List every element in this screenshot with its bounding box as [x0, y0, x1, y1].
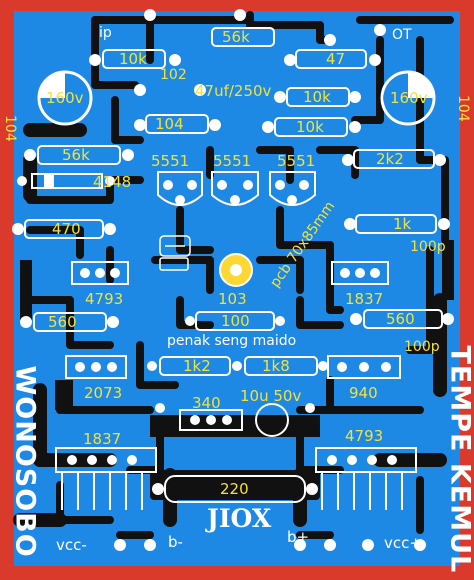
diode-4148: 4148 — [93, 175, 131, 190]
cap-160v-right: 160v — [390, 91, 428, 106]
transistor-1837-right: 1837 — [345, 292, 383, 307]
resistor-2k2: 2k2 — [376, 152, 404, 167]
resistor-10k-left: 10k — [119, 52, 147, 67]
cap-47uf: 47uf/250v — [195, 84, 271, 99]
resistor-104: 104 — [155, 117, 184, 132]
transistor-340: 340 — [192, 396, 221, 411]
cap-103: 103 — [218, 292, 247, 307]
cap-104-right: 104 — [456, 95, 470, 122]
cap-102: 102 — [160, 68, 187, 82]
resistor-470: 470 — [52, 222, 81, 237]
transistor-4793-bottom: 4793 — [345, 429, 383, 444]
transistor-5551-3: 5551 — [277, 154, 315, 169]
resistor-1k8: 1k8 — [262, 359, 290, 374]
transistor-940: 940 — [349, 386, 378, 401]
resistor-560-right: 560 — [386, 312, 415, 327]
transistor-1837-bottom: 1837 — [83, 432, 121, 447]
resistor-56k-top: 56k — [222, 30, 250, 45]
resistor-47: 47 — [326, 52, 345, 67]
transistor-4793-left: 4793 — [85, 292, 123, 307]
power-vcc-plus: vcc+ — [384, 536, 422, 551]
resistor-100: 100 — [221, 314, 250, 329]
cap-10u-50v: 10u 50v — [240, 389, 301, 404]
resistor-56k-left: 56k — [62, 148, 90, 163]
resistor-560-left: 560 — [48, 315, 77, 330]
vertical-text-left: WONOSOBO — [10, 366, 41, 516]
brand-jiox: JIOX — [207, 506, 271, 531]
cap-100p-bottom: 100p — [404, 340, 440, 354]
power-vcc-minus: vcc- — [56, 538, 87, 553]
resistor-220: 220 — [220, 482, 249, 497]
power-b-minus: b- — [168, 535, 183, 550]
cap-100p-top: 100p — [410, 240, 446, 254]
cap-160v-left: 160v — [46, 91, 84, 106]
cap-104-left: 104 — [3, 115, 17, 142]
resistor-10k-low: 10k — [296, 120, 324, 135]
transistor-5551-2: 5551 — [213, 154, 251, 169]
resistor-10k-mid: 10k — [303, 90, 331, 105]
transistor-2073: 2073 — [84, 386, 122, 401]
vertical-text-right: TEMPE KEMUL — [445, 346, 474, 546]
resistor-1k: 1k — [393, 217, 411, 232]
power-b-plus: b+ — [287, 530, 309, 545]
label-ip: ip — [99, 26, 112, 40]
transistor-5551-1: 5551 — [151, 154, 189, 169]
credit-text: penak seng maido — [167, 334, 296, 348]
label-ot: OT — [392, 28, 412, 42]
resistor-1k2: 1k2 — [183, 359, 211, 374]
